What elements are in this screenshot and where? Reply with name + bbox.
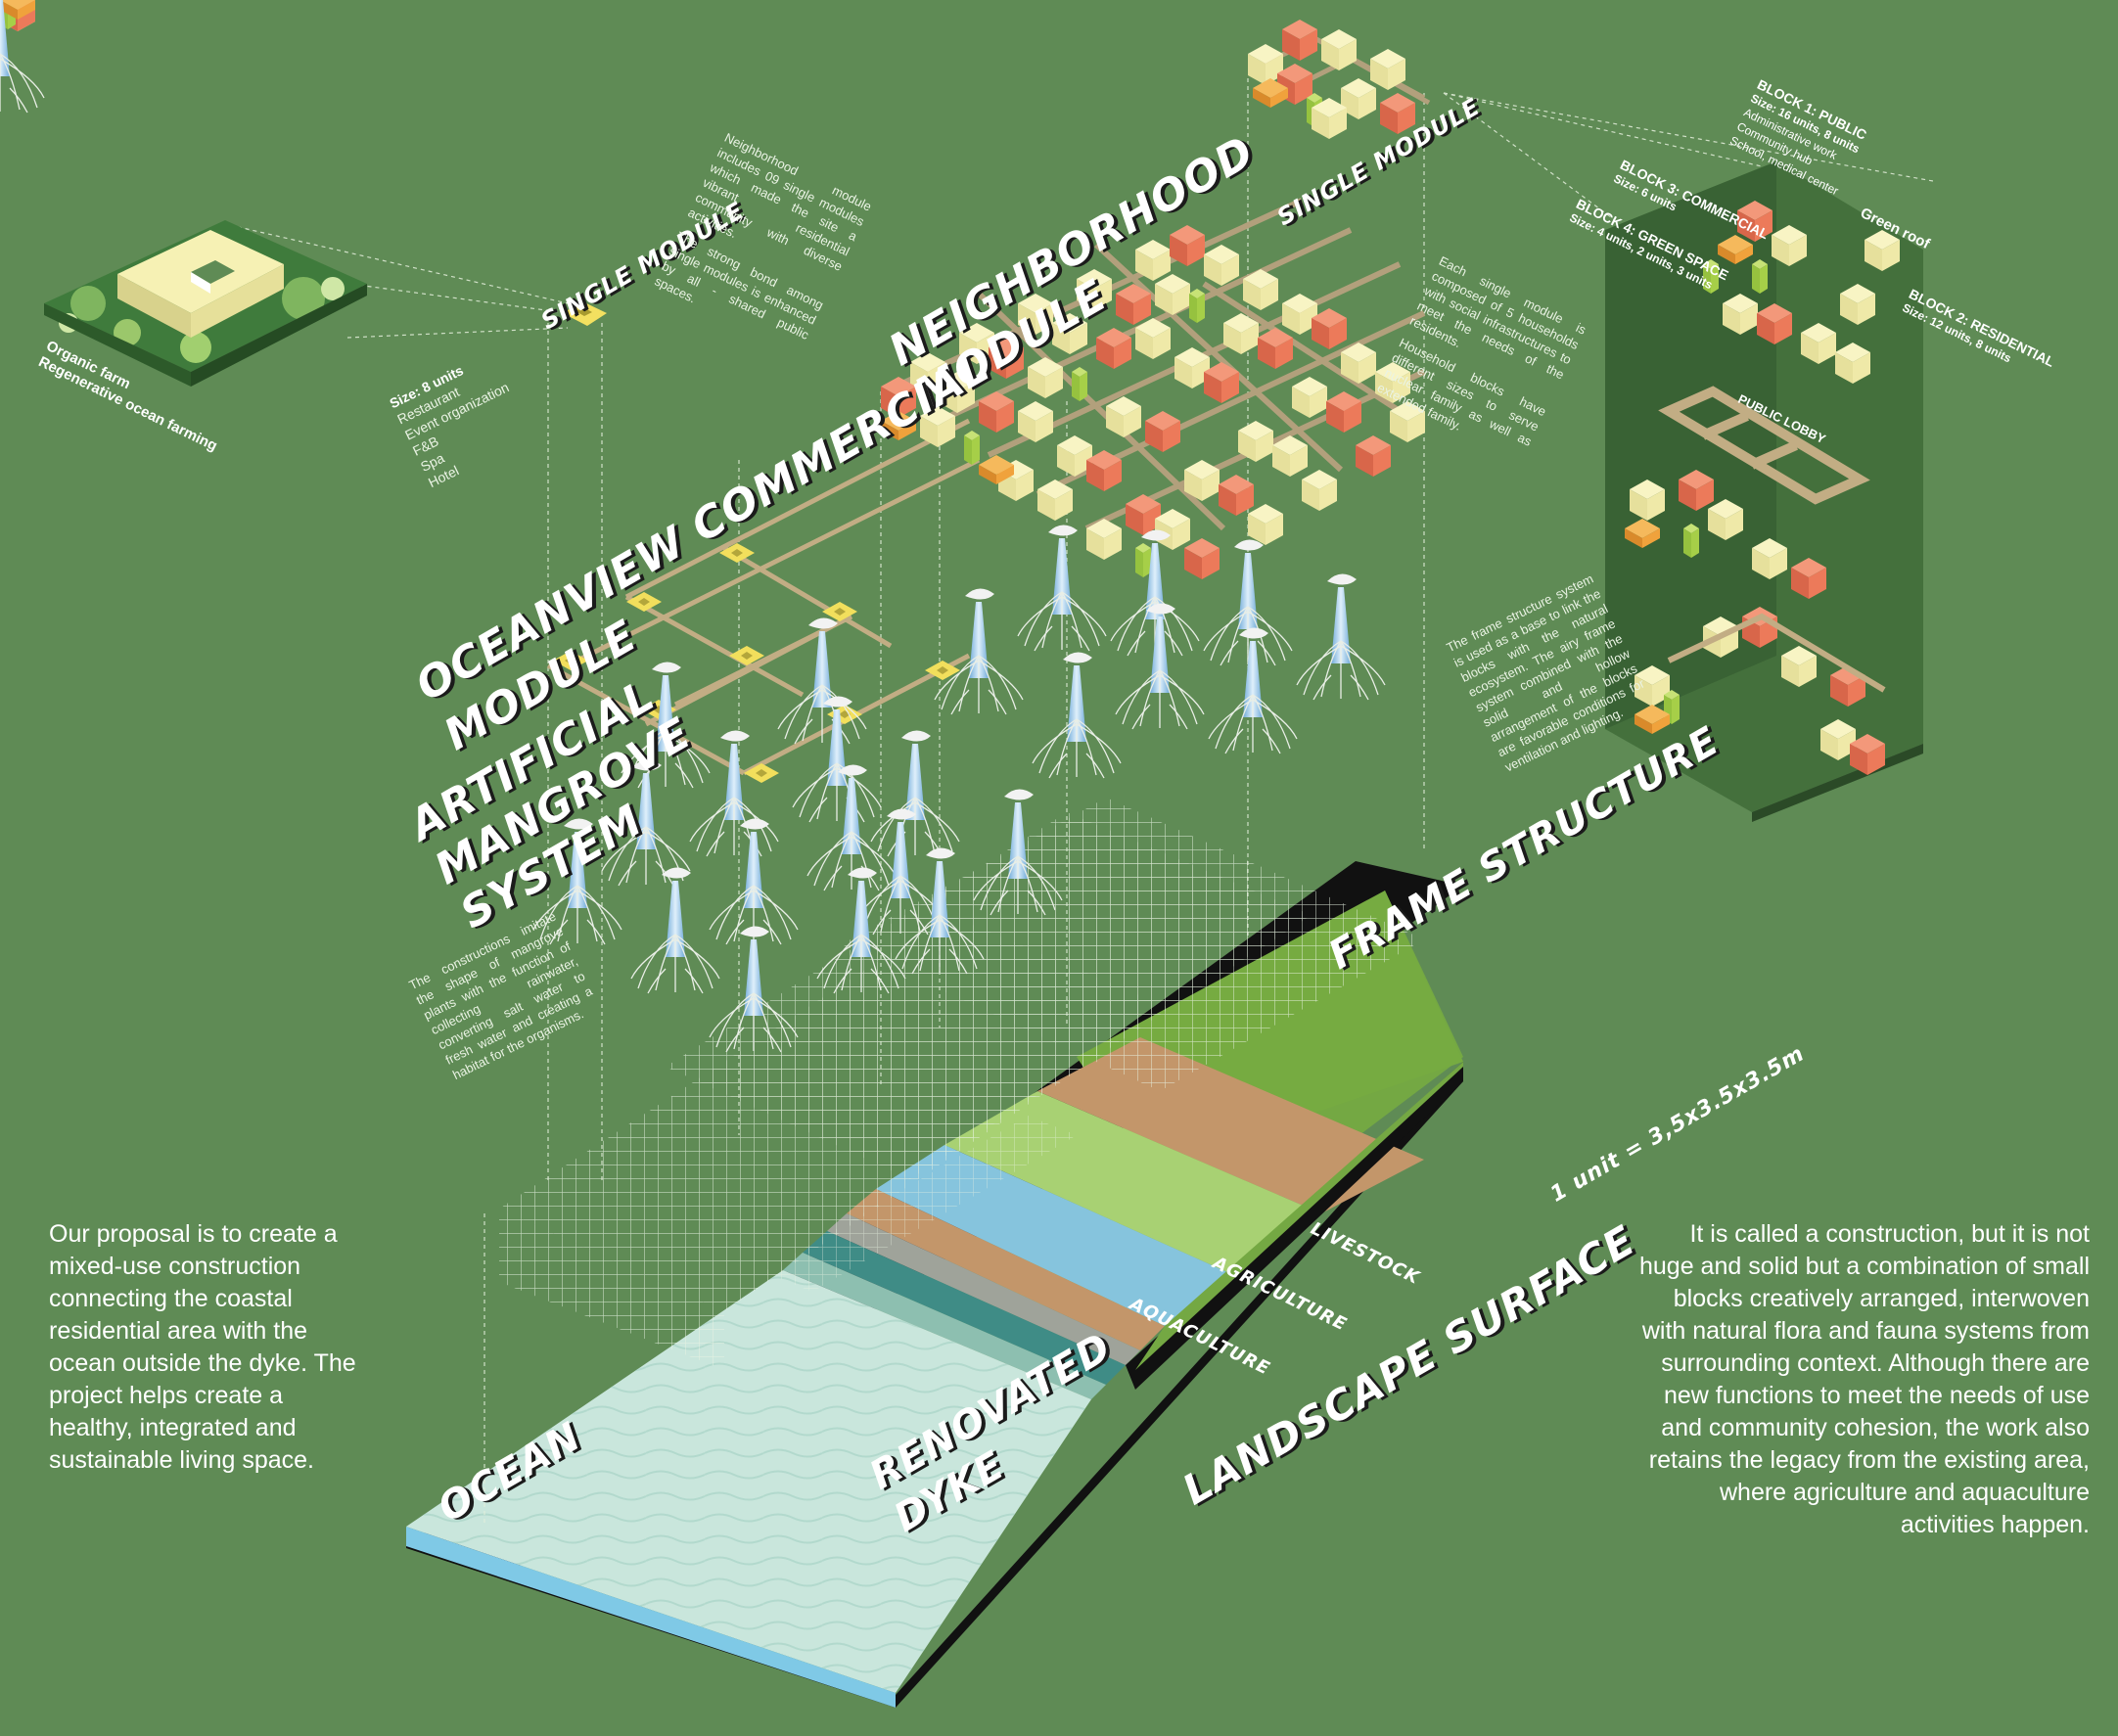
- single-module-small: [563, 301, 607, 326]
- neighborhood-module-blocks: [0, 0, 1426, 579]
- livestock-zone: [1037, 1037, 1424, 1213]
- frame-structure-grid: [499, 798, 1424, 1370]
- left-paragraph: Our proposal is to create a mixed-use co…: [49, 1220, 356, 1474]
- right-paragraph: It is called a construction, but it is n…: [1638, 1220, 2090, 1538]
- single-module-top: [1248, 20, 1431, 139]
- block-exploded-view: [1605, 161, 1923, 822]
- single-module-farm-tile: [44, 220, 367, 387]
- artificial-mangroves: [0, 0, 1386, 1053]
